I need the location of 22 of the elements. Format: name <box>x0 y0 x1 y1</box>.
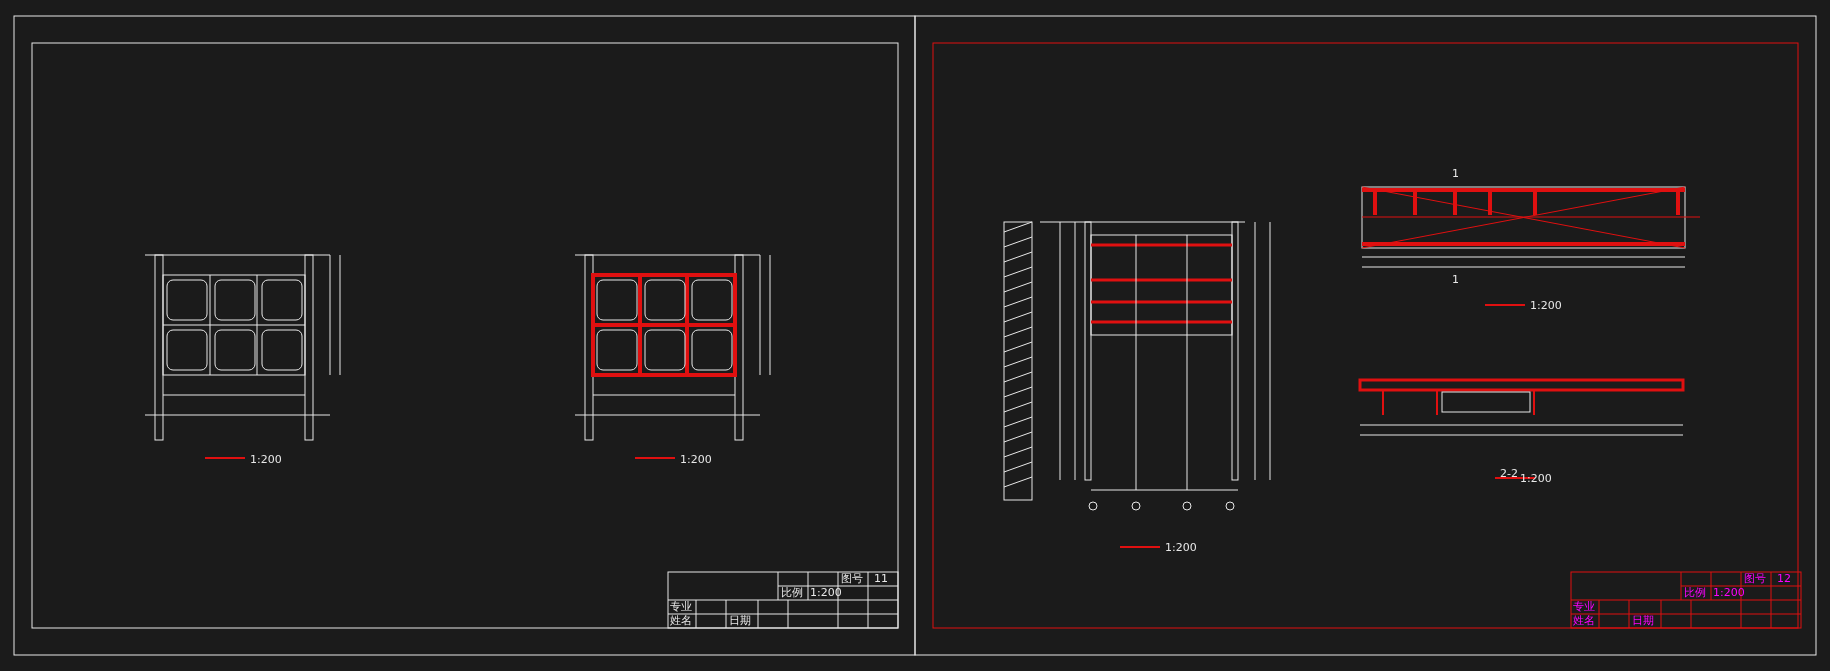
title-block-label: 图号 <box>1744 573 1766 585</box>
title-block-label: 比例 <box>1684 587 1706 599</box>
drawing-number: 11 <box>874 573 888 585</box>
title-block-label: 日期 <box>1632 615 1654 627</box>
title-block-label: 专业 <box>670 601 692 613</box>
drawing-number: 12 <box>1777 573 1791 585</box>
section-title: 2-2 <box>1500 468 1518 480</box>
title-block-label: 图号 <box>841 573 863 585</box>
section-mark: 1 <box>1452 274 1459 286</box>
scale-label: 1:200 <box>1165 542 1197 554</box>
title-block-label: 姓名 <box>1573 615 1595 627</box>
scale-label: 1:200 <box>1520 473 1552 485</box>
section-mark: 1 <box>1452 168 1459 180</box>
scale-label: 1:200 <box>810 587 842 599</box>
scale-label: 1:200 <box>250 454 282 466</box>
scale-label: 1:200 <box>680 454 712 466</box>
title-block-label: 日期 <box>729 615 751 627</box>
title-block-label: 专业 <box>1573 601 1595 613</box>
scale-label: 1:200 <box>1530 300 1562 312</box>
scale-label: 1:200 <box>1713 587 1745 599</box>
title-block-label: 姓名 <box>670 615 692 627</box>
title-block-label: 比例 <box>781 587 803 599</box>
